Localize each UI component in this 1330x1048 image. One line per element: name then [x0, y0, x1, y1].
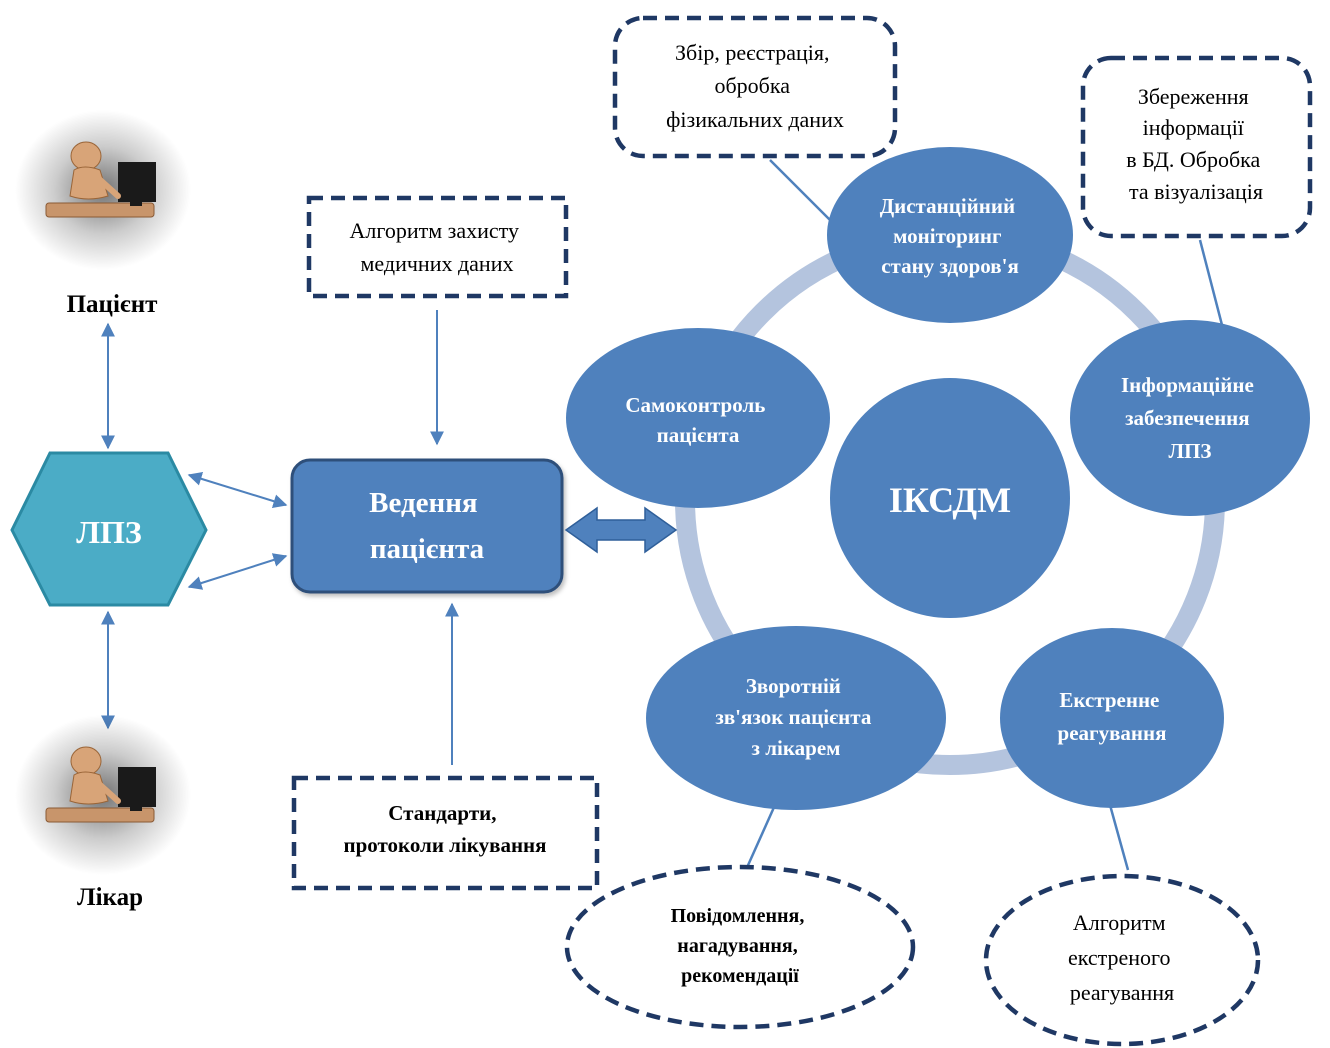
callout-data-collection: Збір, реєстрація, обробка фізикальних да…	[612, 15, 898, 159]
node-emergency: Екстренне реагування	[1000, 628, 1224, 808]
connector-data-storage	[1198, 239, 1224, 326]
svg-text:Збір, реєстрація, обробк: Збір, реєстрація, обробка фізикальних да…	[666, 40, 844, 132]
box-standards: Стандарти, протоколи лікування	[291, 775, 600, 891]
callout-data-storage: Збереження інформації в БД. Обробка та в…	[1080, 55, 1313, 239]
svg-text:Стандарти, протоколи лік: Стандарти, протоколи лікування	[343, 801, 546, 857]
connector-emergency-algorithm	[1108, 804, 1130, 871]
doctor-label: Лікар	[77, 884, 143, 911]
connector-notifications	[743, 804, 777, 873]
doctor-computer-icon	[15, 715, 191, 875]
patient-label: Пацієнт	[67, 291, 158, 318]
svg-text:ЛПЗ: ЛПЗ	[76, 514, 142, 550]
node-self-control: Самоконтроль пацієнта	[566, 328, 830, 508]
hexagon-lpz: ЛПЗ	[10, 451, 208, 607]
svg-text:Дистанційний моніторинг: Дистанційний моніторинг стану здоров'я	[880, 194, 1021, 278]
svg-text:Алгоритм екстреного: Алгоритм екстреного реагування	[1068, 910, 1176, 1005]
center-node: ІКСДМ	[830, 378, 1070, 618]
node-feedback: Зворотній зв'язок пацієнта з лікарем	[646, 626, 946, 810]
callout-notifications: Повідомлення, нагадування, рекомендації	[564, 864, 916, 1030]
node-remote-monitoring: Дистанційний моніторинг стану здоров'я	[827, 147, 1073, 323]
svg-text:Самоконтроль пацієнта: Самоконтроль пацієнта	[625, 393, 770, 447]
arrow-lpz-management-top	[187, 472, 288, 508]
svg-text:Збереження інформації: Збереження інформації в БД. Обробка та в…	[1126, 84, 1266, 204]
svg-text:Екстренне реагування: Екстренне реагування	[1058, 688, 1167, 745]
patient-computer-icon	[15, 110, 191, 270]
box-protection-algorithm: Алгоритм захисту медичних даних	[306, 195, 569, 299]
arrow-lpz-management-bottom	[187, 553, 288, 590]
svg-text:Зворотній зв'язок пацієн: Зворотній зв'язок пацієнта з лікарем	[715, 674, 876, 760]
node-info-support: Інформаційне забезпечення ЛПЗ	[1070, 320, 1310, 516]
svg-text:Ведення пацієнта: Ведення пацієнта	[369, 487, 485, 565]
svg-text:ІКСДМ: ІКСДМ	[889, 480, 1011, 520]
double-arrow-management-cycle	[564, 506, 678, 554]
connector-data-collection	[769, 159, 836, 226]
box-patient-management: Ведення пацієнта	[290, 458, 564, 594]
svg-text:Алгоритм захисту медични: Алгоритм захисту медичних даних	[350, 218, 525, 276]
svg-text:Повідомлення, нагадуванн: Повідомлення, нагадування, рекомендації	[671, 905, 810, 987]
callout-emergency-algorithm: Алгоритм екстреного реагування	[983, 873, 1261, 1047]
svg-text:Інформаційне забезпеченн: Інформаційне забезпечення ЛПЗ	[1121, 373, 1259, 463]
